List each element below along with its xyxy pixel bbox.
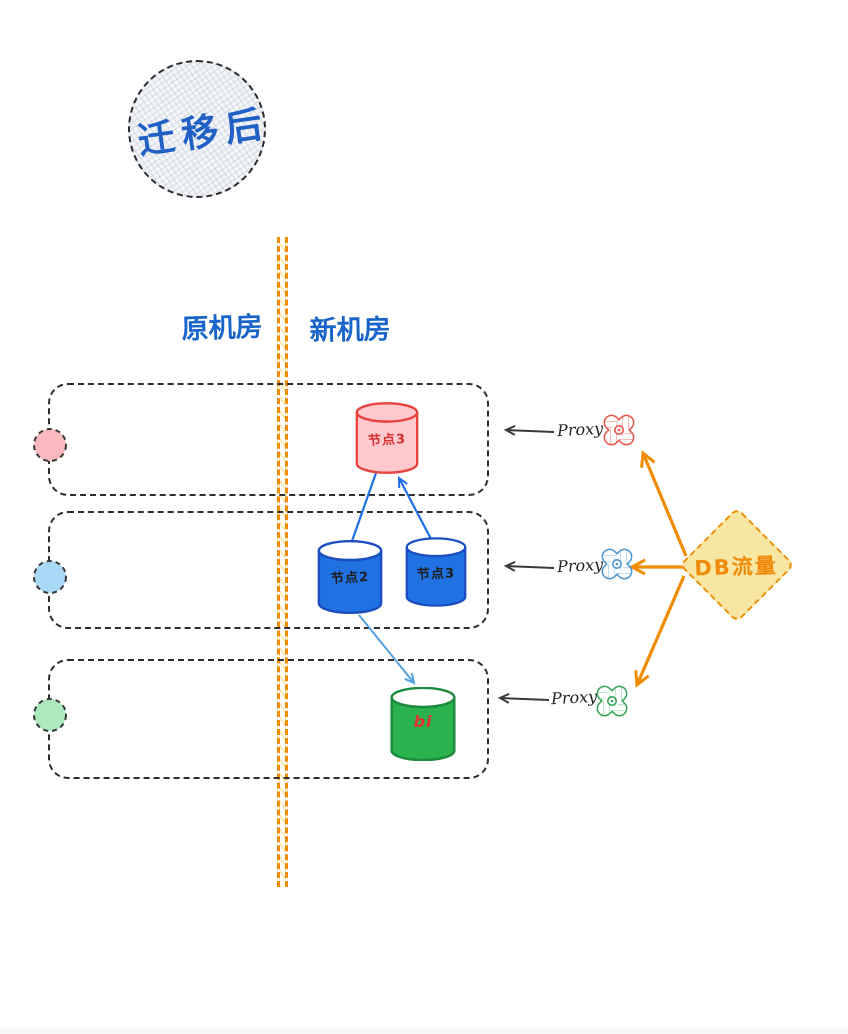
arrow-node2-to-greennode — [358, 614, 416, 685]
bottom-strip — [0, 1028, 848, 1034]
group-dot-blue[interactable] — [31, 558, 69, 596]
arrow-traffic-to-proxy1 — [640, 450, 688, 557]
pinwheel-star-icon-red[interactable] — [600, 411, 638, 449]
arrow-proxy1-to-group1 — [503, 424, 555, 436]
arrow-node3-to-rednode — [397, 476, 432, 540]
node-label-blue1: 节点2 — [330, 570, 370, 587]
traffic-label: DB流量 — [693, 553, 779, 581]
line-rednode-to-node2 — [350, 472, 378, 542]
arrow-traffic-to-proxy3 — [634, 575, 686, 688]
pinwheel-star-icon-green[interactable] — [593, 682, 631, 720]
arrow-proxy3-to-group3 — [497, 692, 550, 704]
arrow-proxy2-to-group2 — [503, 560, 555, 572]
group-dot-green[interactable] — [31, 696, 69, 734]
node-cylinder-blue1[interactable] — [317, 539, 383, 615]
legend-bubble[interactable] — [128, 60, 266, 198]
node-label-green: bi — [413, 712, 433, 731]
node-cylinder-green[interactable] — [389, 687, 457, 761]
pinwheel-star-icon-blue[interactable] — [598, 545, 636, 583]
node-label-blue2: 节点3 — [416, 566, 456, 583]
room-divider[interactable] — [277, 237, 288, 887]
node-label-red: 节点3 — [367, 432, 407, 449]
group-dot-red[interactable] — [31, 426, 69, 464]
node-cylinder-red[interactable] — [355, 402, 419, 474]
node-cylinder-blue2[interactable] — [405, 536, 467, 608]
